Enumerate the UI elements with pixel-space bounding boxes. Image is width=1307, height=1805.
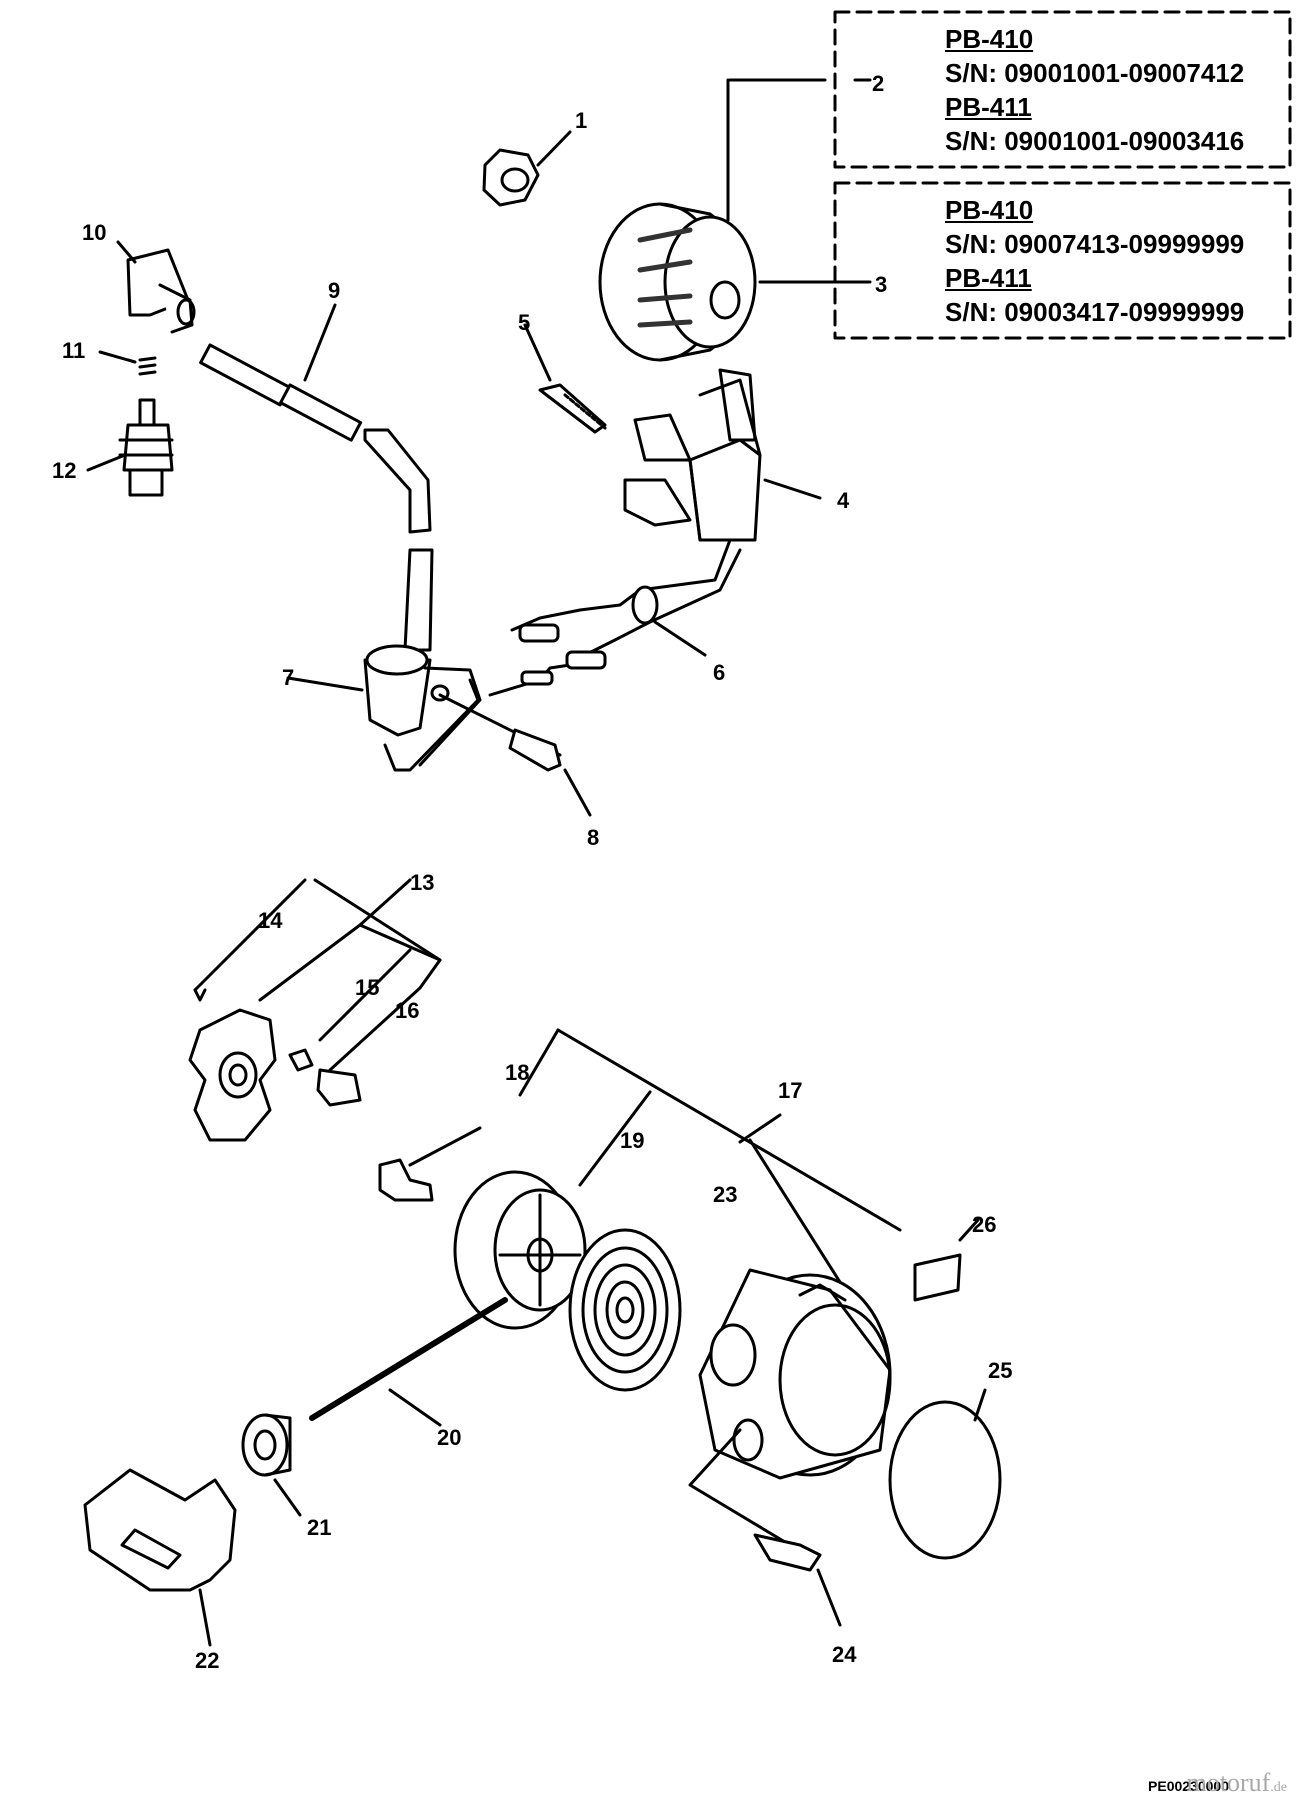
callout-9: 9 [328,278,340,303]
callout-14: 14 [258,908,283,933]
callout-22: 22 [195,1648,219,1673]
callout-3: 3 [875,272,887,297]
watermark-tld: .de [1270,1780,1287,1795]
serial-range: S/N: 09001001-09003416 [945,126,1245,156]
part-rope [309,1297,508,1421]
leader-group-13 [193,878,442,1072]
model-label: PB-411 [945,263,1032,293]
callout-16: 16 [395,998,419,1023]
callout-26: 26 [972,1212,996,1237]
drawing-code: PE00230000 [1148,1778,1229,1794]
part-wire-harness [488,538,742,697]
callout-18: 18 [505,1060,529,1085]
part-spring [98,350,157,376]
part-spark-plug [86,398,174,497]
callout-13: 13 [410,870,434,895]
callout-1: 1 [575,108,587,133]
callout-12: 12 [52,458,76,483]
serial-box-1 [833,10,1292,169]
part-ignition-coil [286,548,482,772]
part-label-plate [913,1253,962,1302]
callout-25: 25 [988,1358,1012,1383]
callout-23: 23 [713,1182,737,1207]
callout-21: 21 [307,1515,331,1540]
watermark-logo: motoruf.de [1187,1768,1287,1798]
watermark-brand: motoruf [1186,1768,1271,1797]
callout-10: 10 [82,220,106,245]
callout-15: 15 [355,975,379,1000]
serial-box-2-text: PB-410 S/N: 09007413-09999999 PB-411 S/N… [945,193,1244,329]
model-label: PB-411 [945,92,1032,122]
part-nut [482,130,572,207]
part-pawl-housing [188,1008,277,1142]
leader-group-17 [518,1028,902,1292]
part-recoil-spring [568,1228,682,1392]
part-plug-boot [116,240,196,334]
callout-19: 19 [620,1128,644,1153]
callout-6: 6 [713,660,725,685]
part-handle [83,1468,237,1647]
serial-box-2 [833,181,1292,340]
serial-range: S/N: 09001001-09007412 [945,58,1245,88]
callout-24: 24 [832,1642,857,1667]
part-clip [193,988,207,1002]
model-label: PB-410 [945,24,1034,54]
part-starter-case [698,1268,892,1480]
part-bushing [241,1413,302,1517]
part-screw-5 [523,323,607,434]
part-pawl [288,1048,362,1107]
callout-4: 4 [837,488,850,513]
callout-8: 8 [587,825,599,850]
callout-17: 17 [778,1078,802,1103]
part-ignition-module [623,368,822,542]
serial-box-1-text: PB-410 S/N: 09001001-09007412 PB-411 S/N… [945,22,1244,158]
serial-range: S/N: 09007413-09999999 [945,229,1245,259]
callout-5: 5 [518,310,530,335]
part-cover-disc [888,1400,1002,1560]
part-bolt-24 [688,1428,842,1627]
part-reel [453,1170,587,1330]
callout-2: 2 [872,71,884,96]
callout-numbers: 1 2 3 4 5 6 7 8 9 10 11 12 13 14 15 16 1… [52,71,1012,1673]
part-bolt-18 [378,1126,482,1202]
serial-range: S/N: 09003417-09999999 [945,297,1245,327]
callout-7: 7 [282,665,294,690]
part-tube [199,303,432,534]
part-flywheel [598,78,872,362]
callout-11: 11 [62,338,85,363]
part-bolt-8 [438,693,592,817]
model-label: PB-410 [945,195,1034,225]
callout-20: 20 [437,1425,461,1450]
